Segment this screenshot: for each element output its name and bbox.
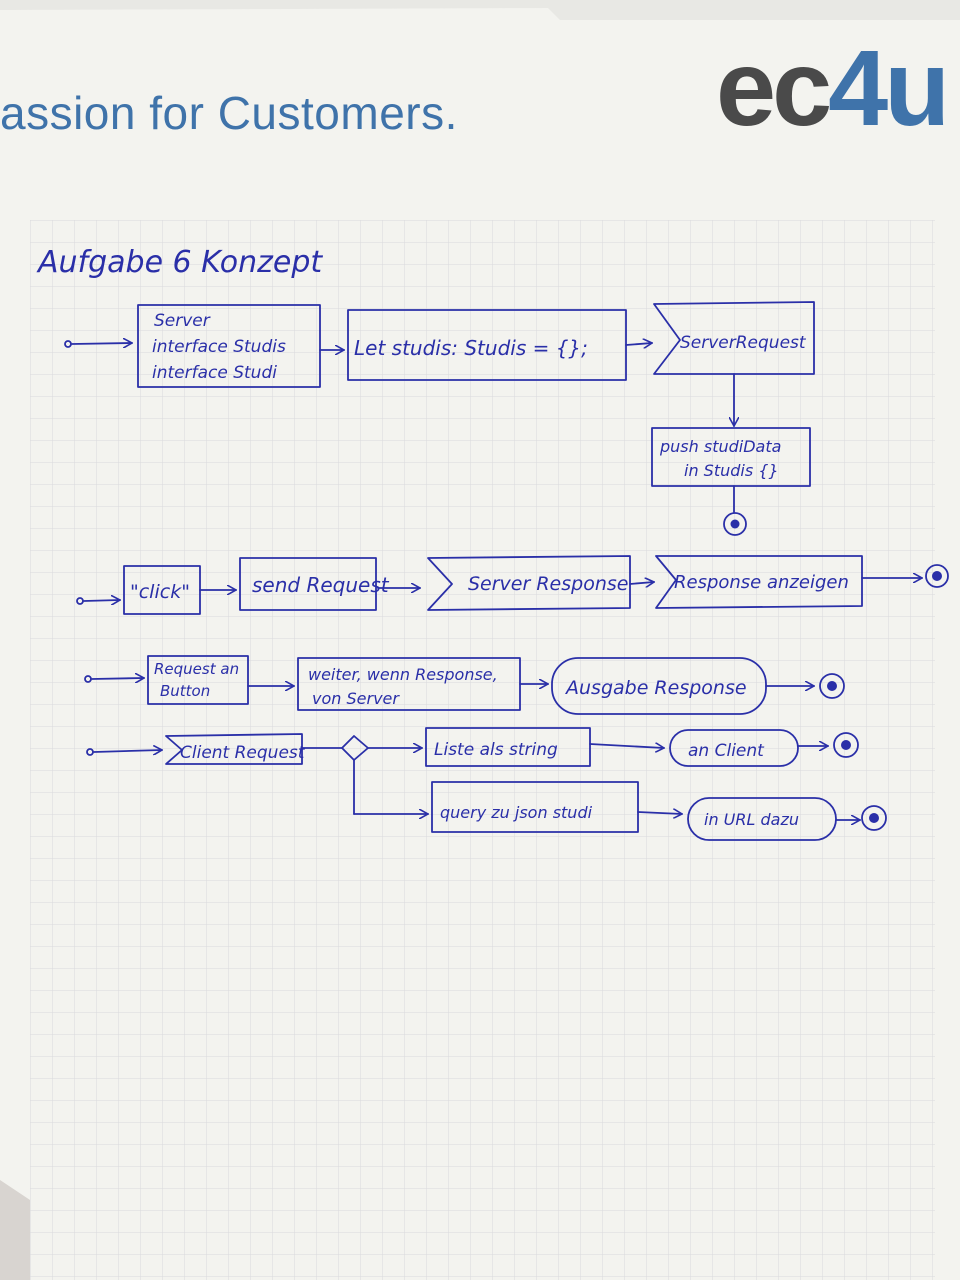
ec4u-logo: ec4u [716,34,950,142]
weiter-line-2: von Server [312,689,400,708]
server-interface-box [137,304,321,388]
flow-arrow [637,812,682,814]
client-request-signal [165,733,303,765]
let-studis-label: Let studis: Studis = {}; [354,336,588,360]
push-box-line-2: in Studis {} [684,461,779,480]
end-node-3-core [827,681,837,691]
flow-arrow [91,678,144,679]
response-anzeigen-label: Response anzeigen [674,572,849,593]
server-response-label: Server Response [468,573,628,595]
push-box-line-1: push studiData [659,437,781,456]
brand-slogan: assion for Customers. [0,87,458,139]
server-box-line-1: Server [154,311,211,331]
in-url-label: in URL dazu [704,810,799,829]
end-node-3 [819,673,845,699]
request-button-line-2: Button [160,682,210,700]
an-client-action [669,729,799,767]
flow-arrow [589,744,664,748]
send-request-label: send Request [252,573,390,597]
push-studi-data-box [651,427,811,487]
end-node-4 [833,732,859,758]
flow-arrow [93,750,162,752]
server-request-label: ServerRequest [680,333,807,353]
start-node-3 [84,675,92,683]
start-node-4 [86,748,94,756]
server-response-signal [427,555,631,611]
end-node-4-core [841,740,851,750]
decision-node [341,735,369,761]
end-node-2 [925,564,949,588]
diagram-title: Aufgabe 6 Konzept [36,245,323,280]
flow-arrow [625,343,652,345]
in-url-dazu-action [687,797,837,841]
start-node-1 [64,340,72,348]
flow-arrow [71,343,132,344]
flow-arrow [83,600,120,601]
an-client-label: an Client [688,741,765,761]
end-node-2-core [932,571,942,581]
end-node-5 [861,805,887,831]
ausgabe-response-label: Ausgabe Response [564,677,747,699]
start-node-2 [76,597,84,605]
send-request-box [239,557,377,611]
request-button-line-1: Request an [154,660,239,678]
request-button-box [147,655,249,705]
server-box-line-2: interface Studis [152,337,286,357]
logo-text-dark: ec [716,27,832,148]
query-json-box [431,781,639,833]
client-request-label: Client Request [180,743,306,763]
liste-label: Liste als string [434,740,558,760]
flow-arrow [629,582,654,584]
query-label: query zu json studi [440,803,593,822]
end-node-5-core [869,813,879,823]
server-box-line-3: interface Studi [152,363,277,383]
click-label: "click" [130,581,190,603]
response-anzeigen-signal [655,555,863,609]
liste-als-string-box [425,727,591,767]
weiter-line-1: weiter, wenn Response, [308,665,498,684]
end-node-1 [723,512,747,536]
logo-text-blue: 4u [828,27,950,148]
end-node-1-core [730,519,740,529]
